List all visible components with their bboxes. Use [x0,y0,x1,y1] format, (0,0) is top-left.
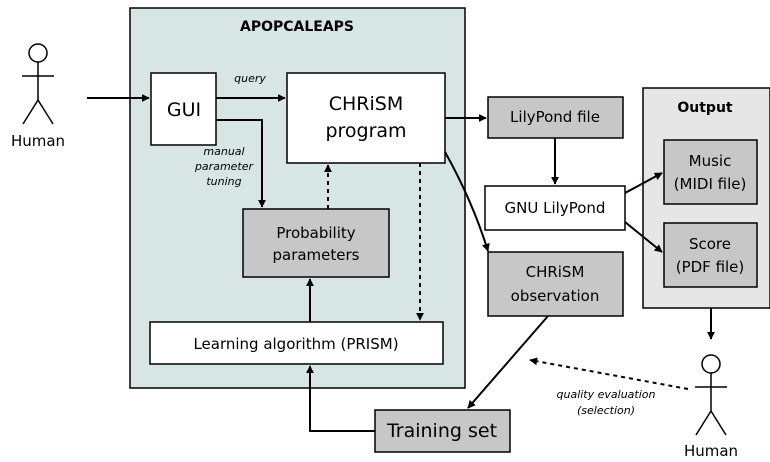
lilypond-file-box [487,96,624,139]
quality-evaluation-line1: quality evaluation [557,388,656,401]
music-line2: (MIDI file) [674,175,747,193]
gnu-lilypond-label: GNU LilyPond [505,199,606,217]
output-title: Output [677,100,733,116]
arrow-gnu-to-score [624,221,663,253]
learning-algorithm-label: Learning algorithm (PRISM) [193,335,398,353]
human-bottom-label: Human [684,442,738,460]
score-box [663,222,758,288]
chrism-observation-box [487,251,624,317]
chrism-program-line1: CHRiSM [329,93,404,115]
training-set-label: Training set [386,420,497,442]
chrism-program-box [286,72,446,164]
gnu-lilypond-box [484,185,626,231]
apopcaleaps-title: APOPCALEAPS [240,19,354,35]
training-set-box [374,409,511,453]
gui-label: GUI [167,99,201,121]
lilypond-file-label: LilyPond file [510,108,600,126]
arrow-human-to-training-dotted [529,357,689,390]
human-bottom-figure [695,354,727,436]
human-top-figure [22,43,54,125]
arrow-chrism-to-observation [444,151,490,252]
score-line2: (PDF file) [676,258,745,276]
quality-evaluation-line2: (selection) [577,404,635,417]
probability-parameters-line2: parameters [272,246,359,264]
arrow-gnu-to-music [624,172,663,194]
manual-tuning-line2: parameter [194,160,255,173]
arrow-training-to-learning [306,365,375,432]
score-line1: Score [689,235,731,253]
gui-box [150,72,217,146]
manual-tuning-line3: tuning [206,175,241,188]
chrism-program-line2: program [325,120,406,142]
arrow-observation-to-training [467,315,549,409]
music-box [663,139,758,205]
chrism-observation-line2: observation [511,287,600,305]
human-top-label: Human [11,132,65,150]
music-line1: Music [689,152,732,170]
learning-algorithm-box [149,321,444,365]
probability-parameters-line1: Probability [276,224,355,242]
arrow-gui-to-probability [216,119,266,208]
query-label: query [234,72,266,85]
chrism-observation-line1: CHRiSM [526,263,585,281]
probability-parameters-box [242,208,390,278]
manual-tuning-line1: manual [203,145,244,158]
